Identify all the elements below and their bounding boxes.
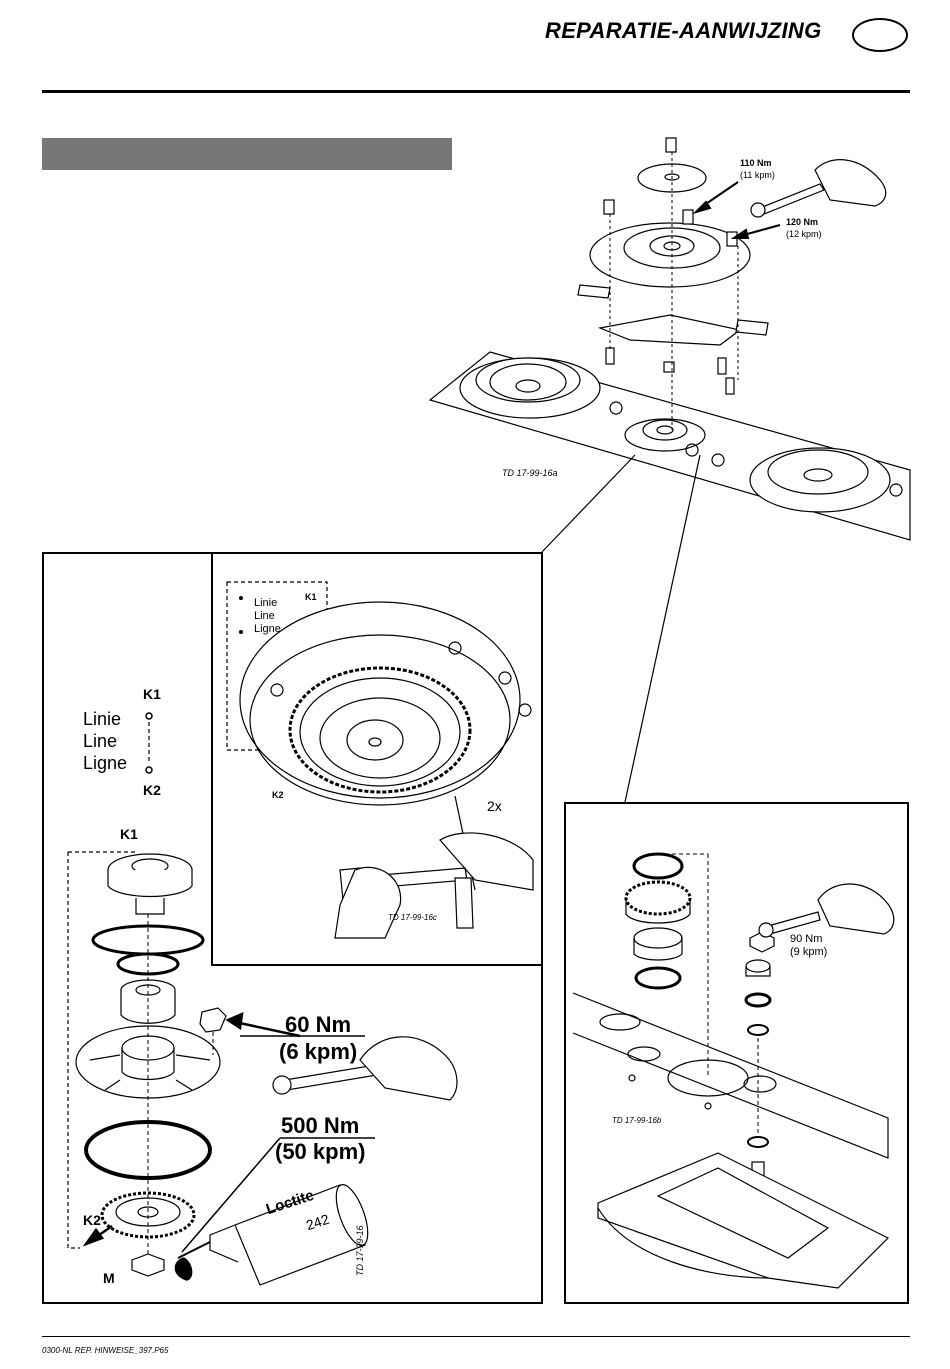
left-torque-60: 60 Nm [285, 1012, 351, 1038]
left-line-fr: Ligne [83, 752, 127, 774]
left-torque-500: 500 Nm [281, 1113, 359, 1139]
inset-line-en: Line [254, 610, 275, 622]
inset-count-label: 2x [487, 798, 502, 814]
left-exploded-parts [60, 840, 480, 1300]
right-exploded-drawing [568, 808, 906, 1300]
left-k2-top-label: K2 [143, 782, 161, 798]
inset-k2-label: K2 [272, 790, 284, 800]
right-torque-kpm: (9 kpm) [790, 946, 827, 958]
left-k2-part-label: K2 [83, 1212, 101, 1228]
inset-line-fr: Ligne [254, 623, 281, 635]
left-m-label: M [103, 1270, 115, 1286]
left-torque-500-kpm: (50 kpm) [275, 1139, 365, 1165]
line-marker [140, 708, 160, 778]
left-figure-ref: TD 17-99-16 [355, 1225, 365, 1276]
right-figure-ref: TD 17-99-16b [612, 1116, 661, 1125]
left-k1-top-label: K1 [143, 686, 161, 702]
footer-divider [42, 1336, 910, 1337]
inset-line-nl: Linie [254, 597, 277, 609]
left-line-nl: Linie [83, 708, 121, 730]
right-torque: 90 Nm [790, 933, 822, 945]
footer-file-name: 0300-NL REP. HINWEISE_397.P65 [42, 1346, 168, 1355]
left-line-en: Line [83, 730, 117, 752]
inset-k1-label: K1 [305, 592, 317, 602]
left-torque-60-kpm: (6 kpm) [279, 1039, 357, 1065]
